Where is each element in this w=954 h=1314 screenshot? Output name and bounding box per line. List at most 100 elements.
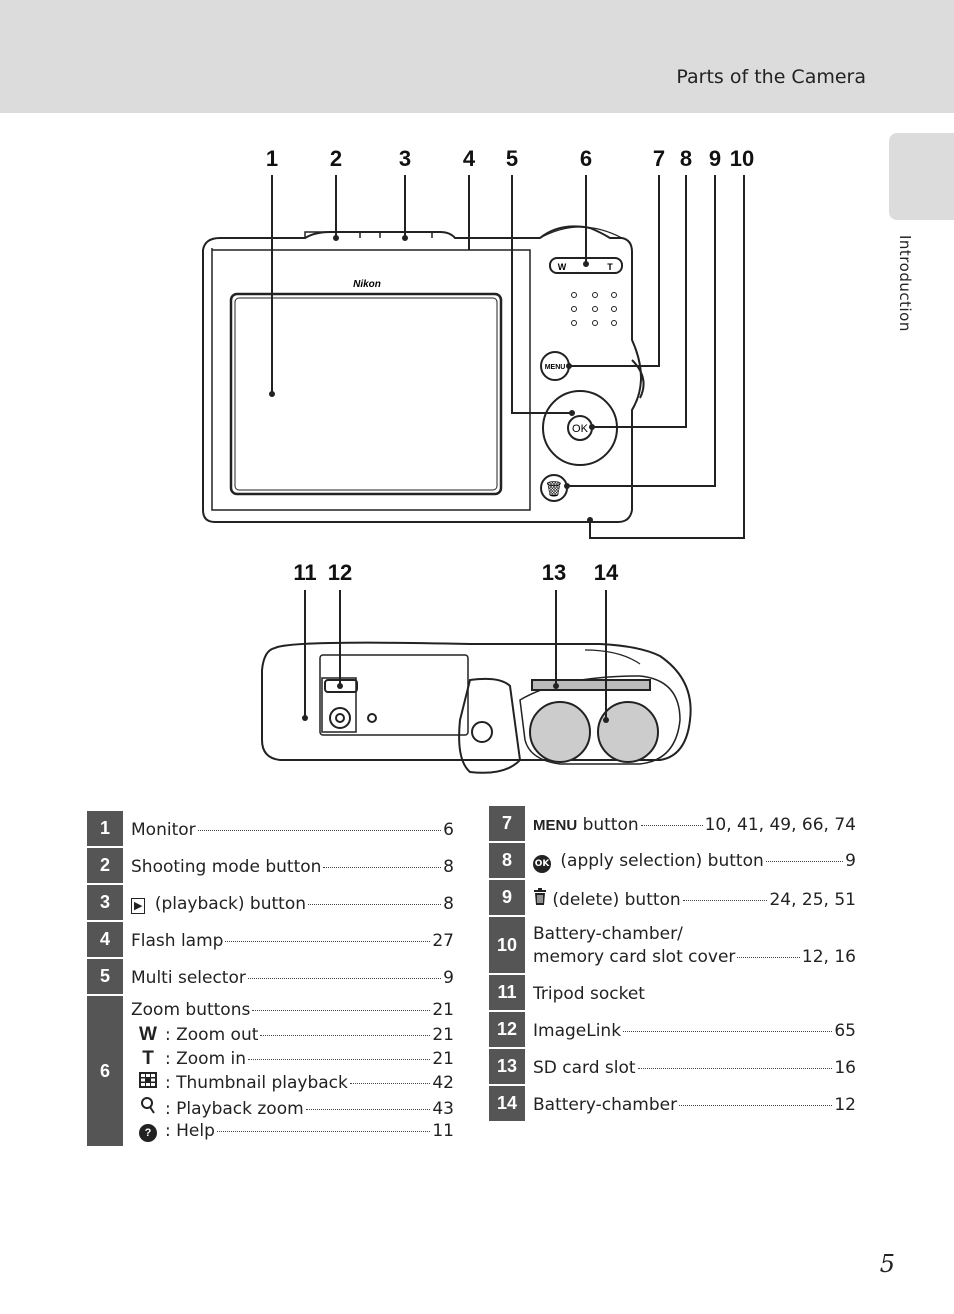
part-label: (playback) button: [149, 893, 307, 914]
page-ref: 9: [845, 850, 856, 871]
page-ref: 9: [443, 967, 454, 988]
page-ref: 27: [432, 930, 454, 951]
page-ref: 8: [443, 856, 454, 877]
callout-7: 7: [653, 146, 665, 171]
camera-diagram: 1 2 3 4 5 6 7 8 9 10 Nikon W T MENU OK 🗑: [202, 146, 754, 774]
page-ref: 10, 41, 49, 66, 74: [704, 814, 856, 835]
callout-10: 10: [730, 146, 754, 171]
parts-table-right: 7 MENU button 10, 41, 49, 66, 74 8 OK (ap…: [489, 806, 856, 1123]
part-label: Flash lamp: [131, 930, 224, 951]
part-label: Shooting mode button: [131, 856, 322, 877]
page-ref: 24, 25, 51: [769, 889, 856, 910]
part-number: 10: [489, 917, 525, 975]
part-number: 8: [489, 843, 525, 880]
camera-brand: Nikon: [353, 279, 381, 290]
callout-4: 4: [463, 146, 476, 171]
callout-6: 6: [580, 146, 592, 171]
part-number: 14: [489, 1086, 525, 1123]
callout-14: 14: [594, 560, 619, 585]
table-row: 2 Shooting mode button 8: [87, 848, 454, 885]
camera-bottom: [261, 641, 692, 774]
table-row: 13 SD card slot 16: [489, 1049, 856, 1086]
magnifier-icon: [131, 1096, 165, 1120]
part-number: 13: [489, 1049, 525, 1086]
callout-5: 5: [506, 146, 518, 171]
callout-8: 8: [680, 146, 692, 171]
part-label: ImageLink: [533, 1020, 622, 1041]
part-label: Tripod socket: [533, 983, 645, 1004]
table-row: 9 (delete) button 24, 25, 51: [489, 880, 856, 917]
part-label: Battery-chamber: [533, 1094, 678, 1115]
part-label: button: [577, 814, 639, 835]
ok-button-label: OK: [572, 423, 589, 435]
section-title: Parts of the Camera: [676, 66, 866, 88]
playback-icon: ▶: [131, 897, 146, 914]
part-number: 1: [87, 811, 123, 848]
part-number: 4: [87, 922, 123, 959]
part-number: 12: [489, 1012, 525, 1049]
chapter-tab: [889, 133, 954, 220]
part-label: SD card slot: [533, 1057, 636, 1078]
callout-11: 11: [293, 560, 316, 585]
part-label: Battery-chamber/: [533, 924, 683, 944]
table-row: 1 Monitor 6: [87, 811, 454, 848]
table-row: 5 Multi selector 9: [87, 959, 454, 996]
zoom-t-icon: T: [142, 1048, 154, 1069]
table-row: 12 ImageLink 65: [489, 1012, 856, 1049]
callout-3: 3: [399, 146, 411, 171]
table-row: 11 Tripod socket: [489, 975, 856, 1012]
part-label-line2: memory card slot cover: [533, 947, 736, 967]
page-header: Parts of the Camera: [0, 0, 954, 113]
page-ref: 65: [834, 1020, 856, 1041]
thumbnail-icon: [131, 1072, 165, 1094]
page-ref: 12: [834, 1094, 856, 1115]
part-label: Zoom buttons: [131, 1000, 251, 1020]
top-callouts: 1 2 3 4 5 6 7 8 9 10: [266, 146, 754, 171]
part-label: Multi selector: [131, 967, 246, 988]
parts-table-left: 1 Monitor 6 2 Shooting mode button 8 3 ▶ (…: [87, 811, 454, 1148]
table-row: 8 OK (apply selection) button 9: [489, 843, 856, 880]
part-number: 9: [489, 880, 525, 917]
callout-1: 1: [266, 146, 278, 171]
zoom-t-label: T: [607, 262, 613, 272]
part-number: 11: [489, 975, 525, 1012]
trash-icon: 🗑: [544, 480, 563, 498]
part-label: Monitor: [131, 819, 196, 840]
menu-button-label: MENU: [545, 364, 566, 371]
camera-back: [202, 225, 645, 523]
part-number: 7: [489, 806, 525, 843]
trash-icon: [533, 887, 547, 910]
page-ref: 21: [432, 1000, 454, 1020]
part-number: 6: [87, 996, 123, 1148]
bottom-callouts: 11 12 13 14: [293, 560, 619, 585]
part-number: 3: [87, 885, 123, 922]
page-ref: 6: [443, 819, 454, 840]
part-label: (delete) button: [547, 889, 681, 910]
page-ref: 12, 16: [801, 947, 856, 967]
part-number: 5: [87, 959, 123, 996]
page-number: 5: [879, 1250, 895, 1278]
part-label: (apply selection) button: [555, 850, 764, 871]
part-number: 2: [87, 848, 123, 885]
chapter-tab-label: Introduction: [896, 235, 914, 332]
page-ref: 8: [443, 893, 454, 914]
callout-12: 12: [328, 560, 352, 585]
zoom-w-label: W: [558, 262, 567, 272]
callout-9: 9: [709, 146, 721, 171]
table-row: 3 ▶ (playback) button 8: [87, 885, 454, 922]
menu-icon: MENU: [533, 816, 578, 834]
leader-lines: [271, 175, 745, 539]
table-row: 7 MENU button 10, 41, 49, 66, 74: [489, 806, 856, 843]
ok-icon: OK: [533, 854, 551, 873]
table-row: 10 Battery-chamber/ memory card slot cov…: [489, 917, 856, 975]
table-row: 14 Battery-chamber 12: [489, 1086, 856, 1123]
table-row: 4 Flash lamp 27: [87, 922, 454, 959]
zoom-w-icon: W: [139, 1024, 157, 1045]
page-ref: 16: [834, 1057, 856, 1078]
